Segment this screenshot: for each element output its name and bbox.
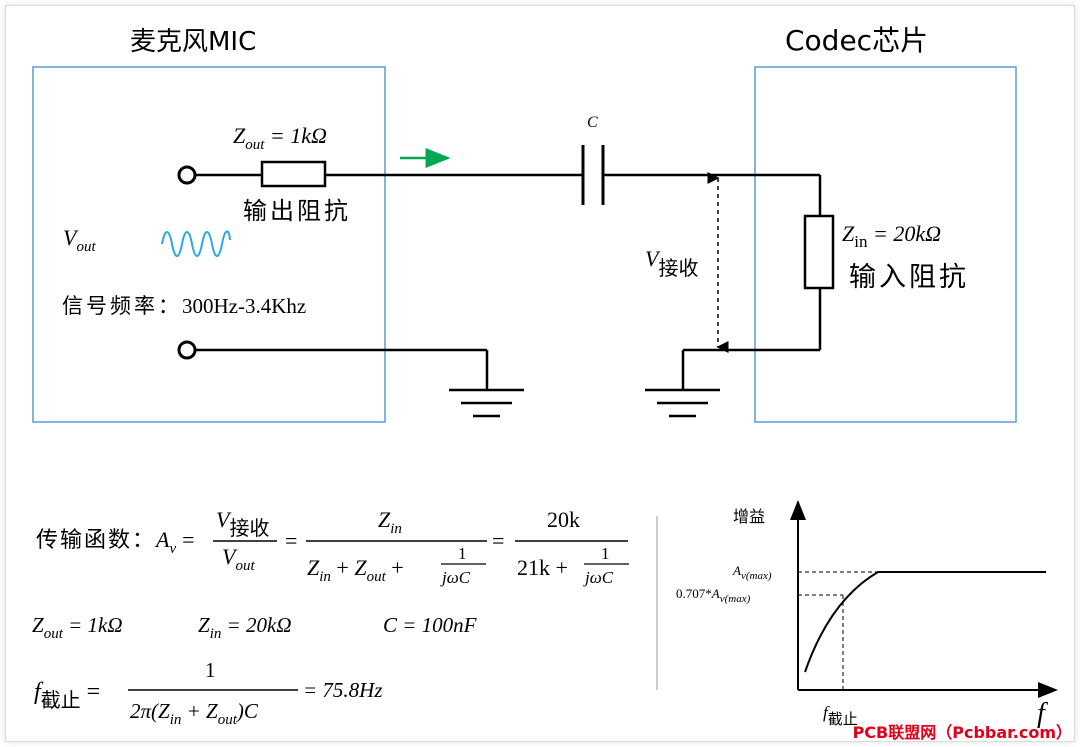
fc-result: = 75.8Hz (303, 678, 383, 702)
f3-numerator: 20k (547, 507, 580, 532)
fc-label: f截止 = (34, 679, 100, 712)
zout-resistor (260, 160, 327, 188)
graph-xlabel: f (1037, 698, 1048, 729)
avmax707-label: 0.707*Av(max) (676, 586, 751, 605)
avmax-label: Av(max) (732, 563, 772, 582)
sine-wave-icon (161, 230, 231, 257)
codec-box (754, 66, 1017, 423)
graph-ylabel: 增益 (733, 508, 765, 526)
graph-fc-label: f截止 (823, 703, 858, 728)
output-impedance-label: 输出阻抗 (243, 198, 351, 225)
fc-numerator: 1 (205, 658, 216, 682)
param-c: C = 100nF (383, 613, 477, 637)
mic-title: 麦克风MIC (130, 27, 256, 57)
capacitor-label: C (587, 114, 598, 131)
watermark: PCB联盟网（Pcbbar.com） (852, 723, 1072, 742)
f2-small-denominator: jωC (440, 568, 471, 587)
fc-denominator: 2π(Zin + Zout)C (130, 699, 259, 728)
f2-denominator: Zin + Zout + (307, 555, 404, 585)
f2-small-numerator: 1 (458, 544, 467, 563)
eq-2: = (285, 528, 297, 553)
zin-resistor (803, 214, 835, 290)
param-zin: Zin = 20kΩ (198, 613, 292, 642)
f1-numerator: V接收 (216, 507, 269, 540)
mic-box (32, 66, 386, 423)
f1-denominator: Vout (222, 544, 255, 574)
top-terminal (177, 165, 197, 185)
param-zout: Zout = 1kΩ (32, 613, 123, 642)
input-impedance-label: 输入阻抗 (849, 262, 969, 292)
zin-label: Zin = 20kΩ (842, 221, 941, 251)
gain-curve (804, 571, 1046, 673)
f3-small-numerator: 1 (601, 544, 610, 563)
bottom-terminal (177, 340, 197, 360)
vout-label: Vout (63, 225, 96, 255)
f3-denominator: 21k + (517, 555, 568, 580)
f2-numerator: Zin (378, 507, 402, 537)
eq-3: = (492, 528, 504, 553)
transfer-label: 传输函数：Av= (36, 527, 195, 557)
zout-label: Zout = 1kΩ (233, 123, 327, 153)
page-frame (5, 5, 1075, 742)
f3-small-denominator: jωC (583, 568, 614, 587)
codec-title: Codec芯片 (785, 24, 928, 57)
freq-label: 信号频率：300Hz-3.4Khz (62, 294, 306, 318)
vrecv-label: V接收 (645, 246, 698, 280)
